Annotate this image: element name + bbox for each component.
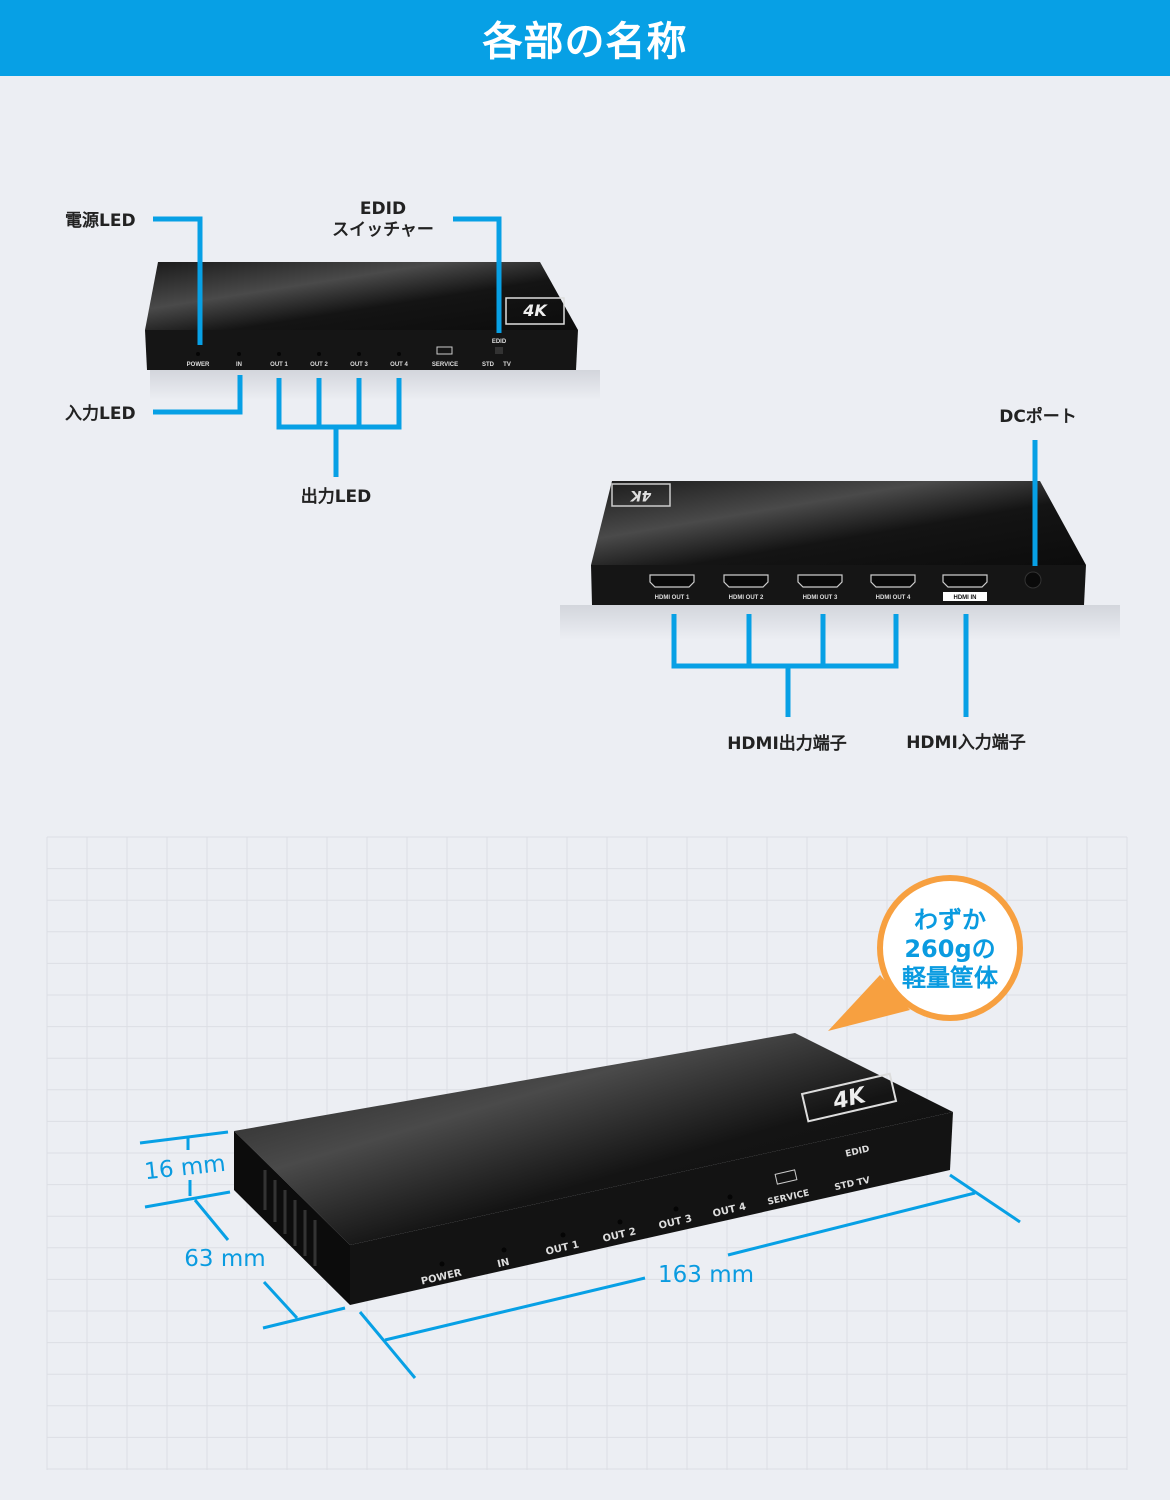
hdmi-port-label: HDMI IN xyxy=(954,595,977,601)
indicator-led xyxy=(727,1194,733,1200)
callout-line-1: わずか xyxy=(914,906,986,934)
device-label: TV xyxy=(856,1176,871,1189)
edid-switch xyxy=(495,347,503,354)
device-front-view: 4K POWER IN OUT 1 OUT 2 OUT 3 OUT 4 SERVICE E… xyxy=(145,262,600,400)
hdmi-port-label: HDMI OUT 3 xyxy=(803,595,838,601)
hdmi-port xyxy=(797,574,843,588)
indicator-led xyxy=(617,1219,623,1225)
callout-line-3: 軽量筐体 xyxy=(902,964,999,992)
label-power-led: 電源LED xyxy=(65,210,136,231)
logo-4k: 4K xyxy=(505,297,565,325)
indicator-label: IN xyxy=(496,1257,510,1270)
dimension-width: 163 mm xyxy=(658,1262,754,1288)
indicator-label: OUT 4 xyxy=(390,362,408,368)
indicator-led xyxy=(357,352,361,356)
label-edid-1: EDID xyxy=(360,199,406,219)
service-port xyxy=(774,1169,798,1185)
hdmi-port-label: HDMI OUT 1 xyxy=(655,595,690,601)
hdmi-port-label: HDMI OUT 4 xyxy=(876,595,911,601)
tv-label: TV xyxy=(503,362,511,368)
svg-text:4K: 4K xyxy=(630,487,653,503)
callout-line-2: 260gの xyxy=(904,935,995,963)
indicator-led xyxy=(397,352,401,356)
indicator-led xyxy=(439,1261,445,1267)
indicator-label: OUT 3 xyxy=(350,362,368,368)
indicator-led xyxy=(277,352,281,356)
indicator-label: IN xyxy=(236,362,242,368)
callout-lines xyxy=(153,216,1038,717)
label-input-led: 入力LED xyxy=(65,403,136,424)
indicator-led xyxy=(560,1232,566,1238)
weight-callout: わずか 260gの 軽量筐体 xyxy=(828,875,1023,1031)
label-dc-port: DCポート xyxy=(999,406,1077,427)
hdmi-port xyxy=(870,574,916,588)
indicator-led xyxy=(317,352,321,356)
indicator-led xyxy=(501,1247,507,1253)
indicator-led xyxy=(237,352,241,356)
hdmi-port xyxy=(723,574,769,588)
indicator-label: OUT 1 xyxy=(270,362,288,368)
hdmi-port xyxy=(649,574,695,588)
indicator-label: POWER xyxy=(187,362,210,368)
label-hdmi-out: HDMI出力端子 xyxy=(727,733,847,754)
service-label: SERVICE xyxy=(432,362,458,368)
dimension-lines xyxy=(139,1130,1021,1379)
indicator-led xyxy=(673,1206,679,1212)
label-hdmi-in: HDMI入力端子 xyxy=(906,732,1026,753)
std-label: STD xyxy=(482,362,495,368)
header-banner: 各部の名称 xyxy=(0,0,1170,76)
device-rear-view: 4K HDMI OUT 1 HDMI OUT 2 HDMI OUT 3 HDMI OU… xyxy=(560,481,1120,640)
hdmi-port-label: HDMI OUT 2 xyxy=(729,595,764,601)
dimension-depth: 63 mm xyxy=(184,1246,265,1272)
svg-text:4K: 4K xyxy=(522,301,548,320)
hdmi-port xyxy=(942,574,988,588)
page-title: 各部の名称 xyxy=(482,19,688,65)
label-edid-2: スイッチャー xyxy=(332,220,434,240)
indicator-label: OUT 2 xyxy=(310,362,328,368)
indicator-led xyxy=(196,352,200,356)
edid-label: EDID xyxy=(492,339,507,345)
device-label: STD xyxy=(834,1179,856,1193)
label-output-led: 出力LED xyxy=(301,486,372,507)
dc-port xyxy=(1024,571,1042,589)
